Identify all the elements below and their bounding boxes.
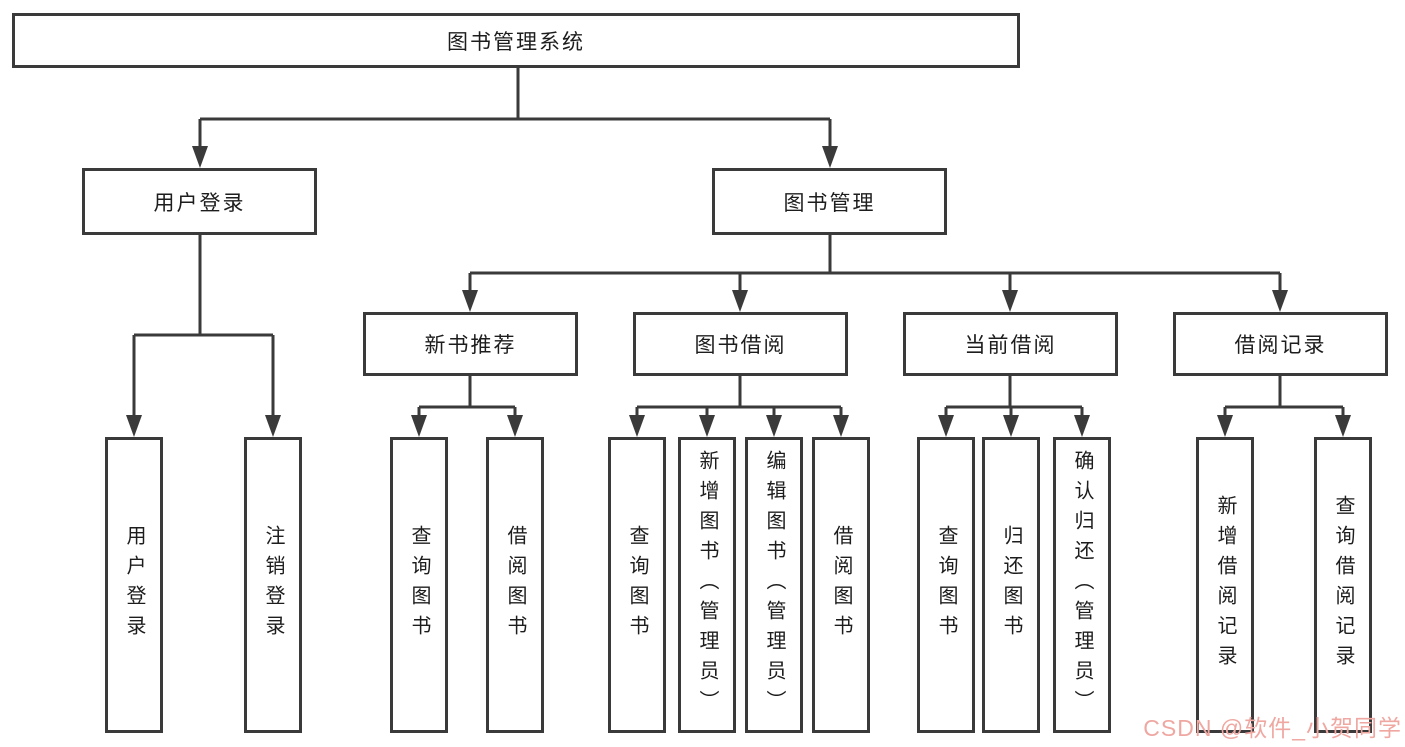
leaf-label: 用户登录 — [123, 525, 145, 645]
node-borrowing-records: 借阅记录 — [1173, 312, 1388, 376]
node-new-book-recommend: 新书推荐 — [363, 312, 578, 376]
leaf-borrow-books-2: 借阅图书 — [812, 437, 870, 733]
watermark: CSDN @软件_小贺同学 — [1143, 715, 1402, 741]
leaf-query-books-1: 查询图书 — [390, 437, 448, 733]
leaf-query-borrow-record: 查询借阅记录 — [1314, 437, 1372, 733]
leaf-label: 归还图书 — [1000, 525, 1022, 645]
node-user-login: 用户登录 — [82, 168, 317, 235]
leaf-add-books-admin: 新增图书（管理员） — [678, 437, 736, 733]
leaf-label: 查询图书 — [935, 525, 957, 645]
arrowheads — [126, 146, 1351, 437]
leaf-return-books: 归还图书 — [982, 437, 1040, 733]
leaf-confirm-return-admin: 确认归还（管理员） — [1053, 437, 1111, 733]
node-library-system: 图书管理系统 — [12, 13, 1020, 68]
leaf-user-login: 用户登录 — [105, 437, 163, 733]
node-book-management: 图书管理 — [712, 168, 947, 235]
leaf-borrow-books-1: 借阅图书 — [486, 437, 544, 733]
leaf-label: 查询图书 — [626, 525, 648, 645]
leaf-label: 编辑图书（管理员） — [763, 450, 785, 720]
leaf-query-books-2: 查询图书 — [608, 437, 666, 733]
node-book-borrowing: 图书借阅 — [633, 312, 848, 376]
leaf-label: 查询图书 — [408, 525, 430, 645]
leaf-label: 借阅图书 — [830, 525, 852, 645]
leaf-label: 查询借阅记录 — [1332, 495, 1354, 675]
leaf-label: 新增图书（管理员） — [696, 450, 718, 720]
leaf-query-books-3: 查询图书 — [917, 437, 975, 733]
leaf-label: 确认归还（管理员） — [1071, 450, 1093, 720]
leaf-add-borrow-record: 新增借阅记录 — [1196, 437, 1254, 733]
leaf-label: 借阅图书 — [504, 525, 526, 645]
leaf-edit-books-admin: 编辑图书（管理员） — [745, 437, 803, 733]
leaf-label: 注销登录 — [262, 525, 284, 645]
node-current-borrowing: 当前借阅 — [903, 312, 1118, 376]
leaf-logout: 注销登录 — [244, 437, 302, 733]
leaf-label: 新增借阅记录 — [1214, 495, 1236, 675]
